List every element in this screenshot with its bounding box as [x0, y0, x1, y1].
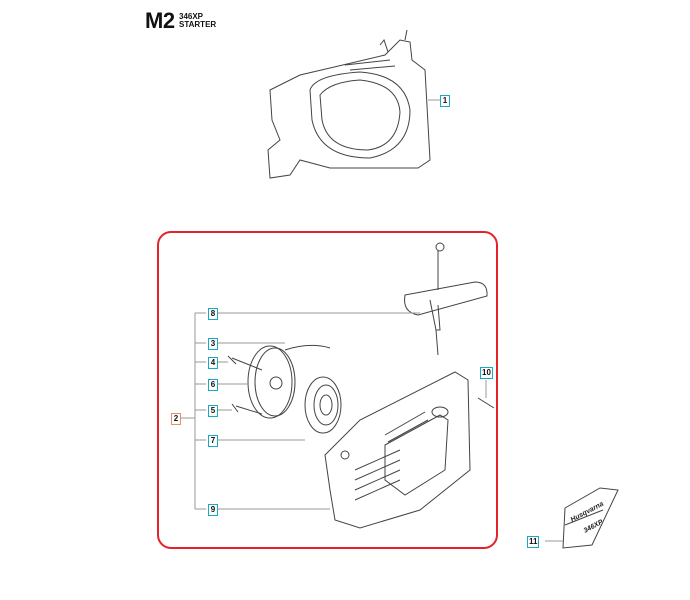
callout-3[interactable]: 3	[208, 338, 218, 350]
part-8-handle	[404, 242, 488, 356]
section-name: STARTER	[179, 20, 217, 29]
part-9-cover	[324, 371, 471, 529]
part-4-screw	[227, 355, 263, 371]
callout-2[interactable]: 2	[171, 413, 181, 425]
model-label: 346XP	[179, 12, 204, 21]
decal-model: 346XP	[583, 519, 605, 535]
section-code: M2	[145, 8, 175, 33]
callout-1[interactable]: 1	[440, 95, 450, 107]
callout-9[interactable]: 9	[208, 504, 218, 516]
part-10-screw	[477, 397, 495, 409]
part-11-decal	[545, 487, 619, 549]
part-3-spring	[284, 344, 331, 351]
callout-4[interactable]: 4	[208, 357, 218, 369]
callout-8[interactable]: 8	[208, 308, 218, 320]
part-1-housing	[267, 29, 443, 179]
callout-7[interactable]: 7	[208, 435, 218, 447]
part-6-pulley	[247, 345, 296, 419]
callout-5[interactable]: 5	[208, 405, 218, 417]
callout-10[interactable]: 10	[480, 367, 493, 379]
part-5-screw	[231, 403, 263, 415]
callout-11[interactable]: 11	[527, 536, 540, 548]
callout-6[interactable]: 6	[208, 379, 218, 391]
part-7-reel	[304, 376, 342, 434]
starter-assembly-group	[157, 231, 498, 549]
